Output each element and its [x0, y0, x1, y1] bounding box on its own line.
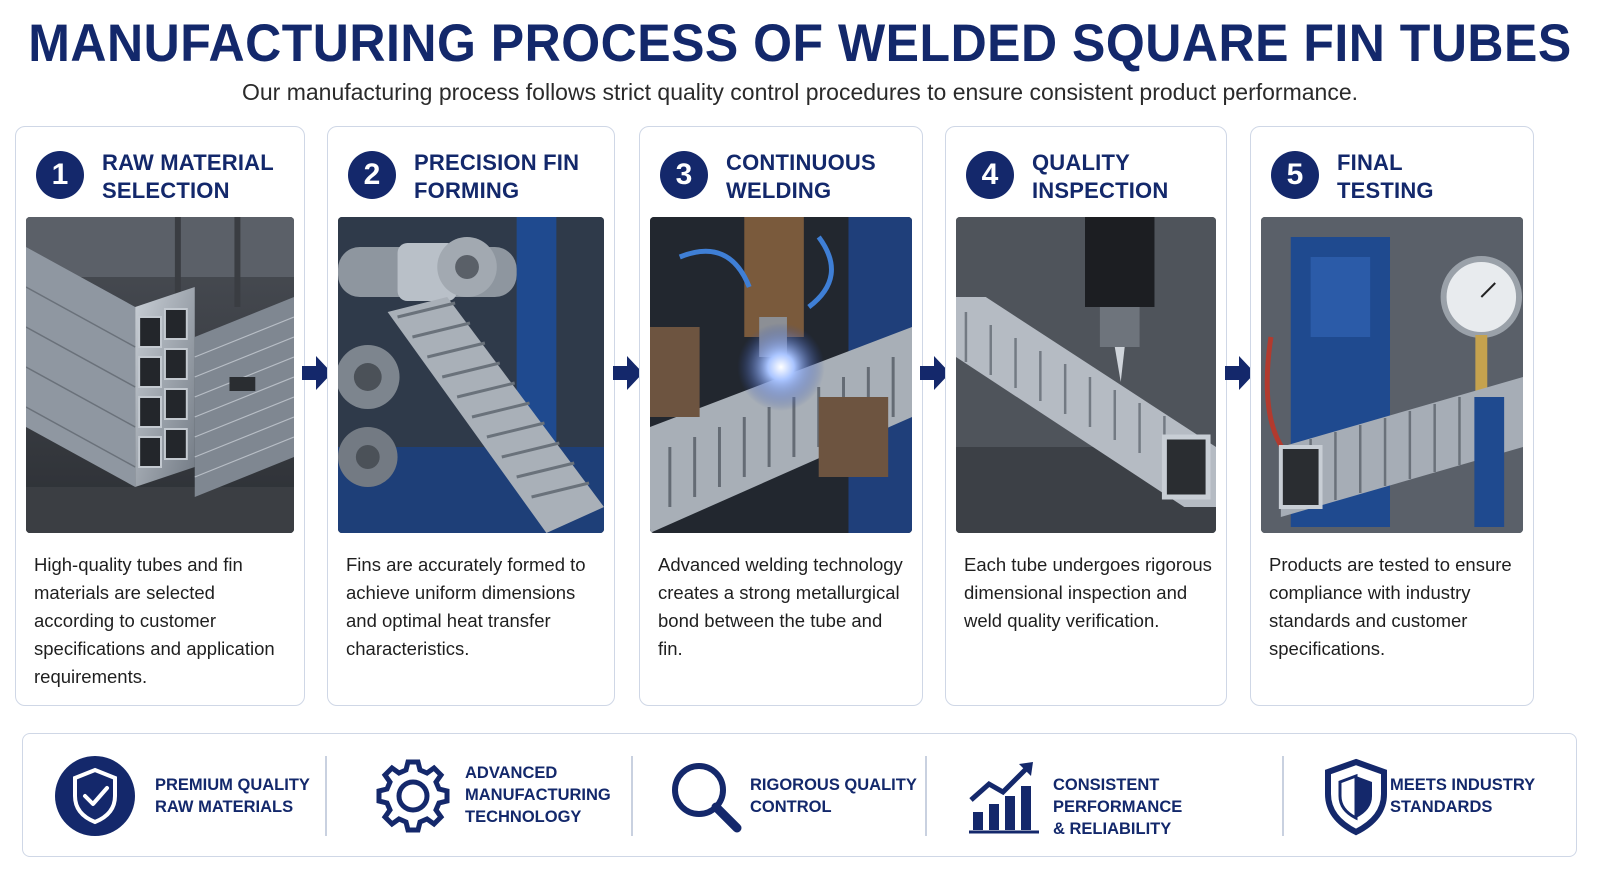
step-title-line: FORMING	[414, 178, 520, 203]
step-title: PRECISION FIN FORMING	[414, 149, 604, 205]
gear-icon	[376, 759, 450, 833]
step-card-fin-forming: 2 PRECISION FIN FORMING Fins are ac	[327, 126, 615, 706]
step-description: Fins are accurately formed to achieve un…	[346, 554, 586, 659]
feature-label-line: STANDARDS	[1390, 798, 1493, 816]
arrow-right-icon	[920, 356, 950, 390]
feature-rigorous-qc: RIGOROUS QUALITY CONTROL	[633, 734, 923, 858]
step-title-line: CONTINUOUS	[726, 150, 876, 175]
welding-photo	[650, 217, 912, 533]
feature-advanced-manufacturing: ADVANCED MANUFACTURING TECHNOLOGY	[327, 734, 629, 858]
divider	[631, 756, 633, 836]
feature-consistent-performance: CONSISTENT PERFORMANCE & RELIABILITY	[927, 734, 1281, 858]
step-title: CONTINUOUS WELDING	[726, 149, 912, 205]
step-header: 2 PRECISION FIN FORMING	[344, 145, 604, 209]
step-title: QUALITY INSPECTION	[1032, 149, 1216, 205]
raw-material-photo	[26, 217, 294, 533]
arrow-right-icon	[302, 356, 332, 390]
feature-label-line: CONTROL	[750, 798, 832, 816]
step-description: Advanced welding technology creates a st…	[658, 554, 903, 659]
feature-label-line: PREMIUM QUALITY	[155, 776, 310, 794]
step-number-badge: 3	[660, 151, 708, 199]
feature-label-line: MANUFACTURING	[465, 786, 611, 804]
step-title-line: FINAL	[1337, 150, 1403, 175]
step-title: RAW MATERIAL SELECTION	[102, 149, 294, 205]
features-bar: PREMIUM QUALITY RAW MATERIALS ADVANCED M…	[22, 733, 1577, 857]
step-title-line: PRECISION FIN	[414, 150, 580, 175]
feature-label-line: ADVANCED	[465, 764, 558, 782]
divider	[1282, 756, 1284, 836]
feature-label: PREMIUM QUALITY RAW MATERIALS	[155, 774, 310, 818]
step-number-badge: 5	[1271, 151, 1319, 199]
feature-label-line: RIGOROUS QUALITY	[750, 776, 917, 794]
fin-forming-photo	[338, 217, 604, 533]
feature-label-line: & RELIABILITY	[1053, 820, 1172, 838]
step-header: 5 FINAL TESTING	[1267, 145, 1523, 209]
step-description: Products are tested to ensure compliance…	[1269, 554, 1512, 659]
step-number-badge: 2	[348, 151, 396, 199]
testing-photo	[1261, 217, 1523, 533]
step-title-line: QUALITY	[1032, 150, 1130, 175]
feature-label: MEETS INDUSTRY STANDARDS	[1390, 774, 1535, 818]
step-title-line: SELECTION	[102, 178, 230, 203]
feature-label-line: CONSISTENT PERFORMANCE	[1053, 776, 1183, 816]
step-description: High-quality tubes and fin materials are…	[34, 554, 275, 687]
feature-label: ADVANCED MANUFACTURING TECHNOLOGY	[465, 762, 611, 828]
feature-label: RIGOROUS QUALITY CONTROL	[750, 774, 917, 818]
step-title-line: WELDING	[726, 178, 832, 203]
step-card-raw-material: 1 RAW MATERIAL SELECTION	[15, 126, 305, 706]
step-title-line: TESTING	[1337, 178, 1434, 203]
step-header: 4 QUALITY INSPECTION	[962, 145, 1216, 209]
step-title-line: INSPECTION	[1032, 178, 1169, 203]
magnifier-icon	[672, 763, 742, 833]
step-header: 3 CONTINUOUS WELDING	[656, 145, 912, 209]
step-number-badge: 1	[36, 151, 84, 199]
feature-meets-standards: MEETS INDUSTRY STANDARDS	[1284, 734, 1576, 858]
step-title: FINAL TESTING	[1337, 149, 1523, 205]
step-card-testing: 5 FINAL TESTING Products are tested t	[1250, 126, 1534, 706]
feature-label-line: MEETS INDUSTRY	[1390, 776, 1536, 794]
step-card-welding: 3 CONTINUOUS WELDING	[639, 126, 923, 706]
shield-icon	[1325, 758, 1387, 836]
growth-chart-icon	[969, 762, 1039, 834]
feature-label-line: TECHNOLOGY	[465, 808, 582, 826]
step-description: Each tube undergoes rigorous dimensional…	[964, 554, 1212, 631]
step-number-badge: 4	[966, 151, 1014, 199]
divider	[925, 756, 927, 836]
feature-label-line: RAW MATERIALS	[155, 798, 294, 816]
feature-premium-quality: PREMIUM QUALITY RAW MATERIALS	[23, 734, 325, 858]
step-title-line: RAW MATERIAL	[102, 150, 274, 175]
feature-label: CONSISTENT PERFORMANCE & RELIABILITY	[1053, 774, 1281, 840]
step-card-inspection: 4 QUALITY INSPECTION Each tube undergoes…	[945, 126, 1227, 706]
page-subtitle: Our manufacturing process follows strict…	[241, 79, 1359, 105]
shield-check-icon	[55, 756, 135, 836]
step-header: 1 RAW MATERIAL SELECTION	[32, 145, 294, 209]
divider	[325, 756, 327, 836]
inspection-photo	[956, 217, 1216, 533]
arrow-right-icon	[613, 356, 643, 390]
arrow-right-icon	[1225, 356, 1255, 390]
page-title: MANUFACTURING PROCESS OF WELDED SQUARE F…	[28, 13, 1572, 73]
